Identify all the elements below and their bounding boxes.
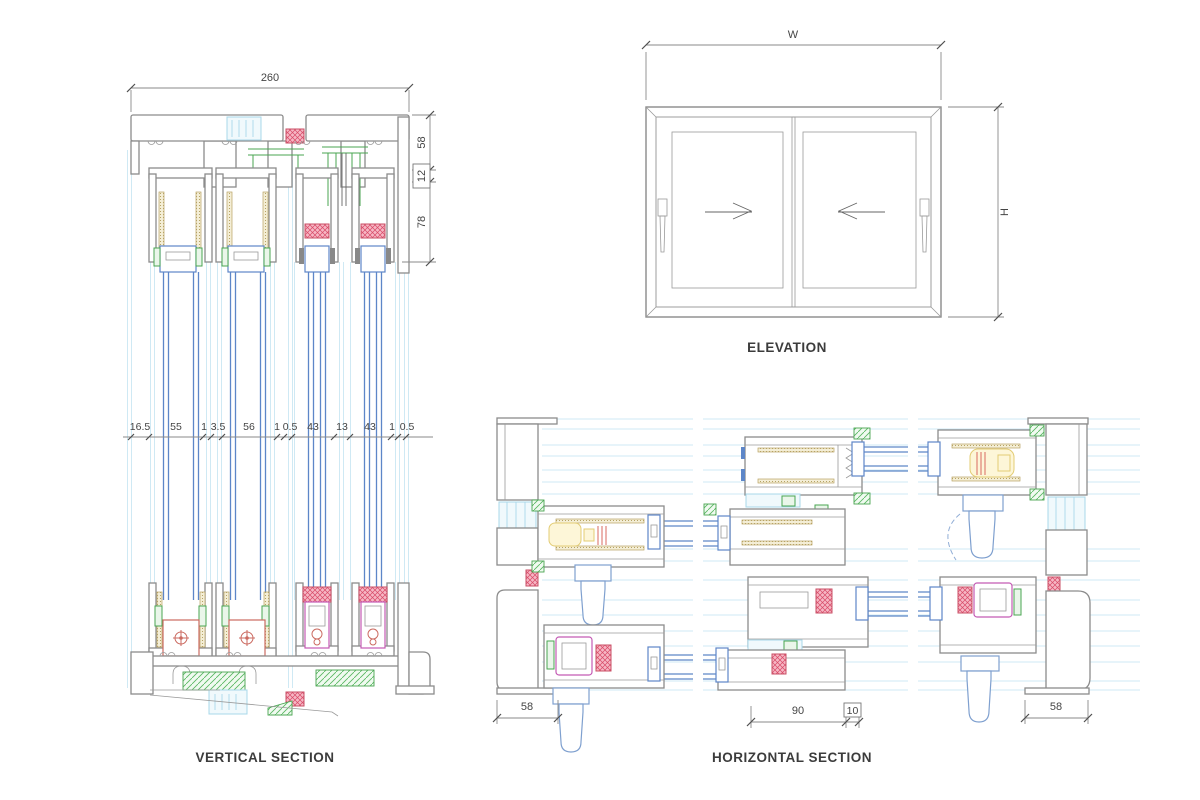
elevation-right-glass [802,131,917,289]
vs-mid-dim-1: 55 [170,421,182,433]
hs-dim-90: 90 [792,705,804,717]
hs-left-top-sash [531,499,665,626]
elevation-left-sash [655,116,796,308]
vertical-section-drawing: 260 58 12 78 16.5 55 1 3.5 [123,72,436,765]
vs-right-wall-top [397,116,410,274]
hs-glazing-lines [660,446,930,680]
elevation-dim-w: W [788,29,799,41]
vs-dim-overall-group: 260 [126,72,414,112]
vs-mid-dim-11: 0.5 [400,421,415,433]
head-thermal-break [226,116,262,141]
vs-pale-guides [127,150,409,688]
hs-handle-right-bottom [960,655,1000,723]
vs-dim-58: 58 [416,136,428,148]
vs-right-wall-bottom [397,582,410,689]
hs-lock-yellow-left [548,522,582,547]
sill-seal-wedge [267,700,293,716]
slide-direction-arrows [705,202,885,220]
hs-dims: 58 90 10 58 [492,700,1093,728]
vs-mid-dim-10: 1 [389,421,395,433]
hs-handle-left-top [574,564,612,626]
horizontal-section-drawing: 58 90 10 58 HORIZONTAL SECTION [492,417,1140,765]
hs-dim-left-58: 58 [521,701,533,713]
hs-left-bottom-sash [543,624,665,753]
vs-dim-12: 12 [416,170,428,182]
hs-interlock-top [703,427,871,566]
vs-dim-overall: 260 [261,72,279,84]
horizontal-section-label: HORIZONTAL SECTION [712,750,872,765]
vs-mid-dim-2: 1 [201,421,207,433]
sill-seal-strip-right [315,669,375,687]
head-gasket-red [285,128,305,144]
vs-mid-dim-7: 43 [307,421,319,433]
right-handle-icon [919,198,930,253]
vs-sill-profile [130,582,435,717]
elevation-frame [645,106,942,318]
sill-seal-strip-left [182,671,246,691]
hs-dim-10: 10 [847,705,859,717]
elevation-dim-h: H [999,208,1011,216]
hs-right-top-sash [927,424,1045,561]
hs-lock-magenta-left [555,636,593,676]
hs-lock-magenta-right [973,582,1013,618]
vs-mid-dim-4: 56 [243,421,255,433]
hs-left-jamb [496,417,562,695]
hs-handle-right-top [947,494,1004,561]
vs-mid-dim-3: 3.5 [211,421,226,433]
vs-sash-tops [148,167,395,273]
elevation-drawing: W H ELEVATION [641,29,1011,355]
vs-mid-dim-8: 13 [336,421,348,433]
hs-interlock-bottom [715,576,869,691]
vs-mid-dim-6: 0.5 [283,421,298,433]
hs-dim-right-58: 58 [1050,701,1062,713]
elevation-dims: W H [641,29,1011,322]
hs-right-jamb [1024,417,1091,695]
hs-handle-left-bottom [552,687,590,753]
elevation-left-glass [671,131,784,289]
vs-mid-dim-0: 16.5 [130,421,151,433]
vs-dim-right-group: 58 12 78 [402,110,436,267]
vs-glazing-lines [162,272,383,600]
vs-mid-dim-9: 43 [364,421,376,433]
elevation-right-sash [791,116,932,308]
vertical-section-label: VERTICAL SECTION [195,750,334,765]
vs-mid-dim-5: 1 [274,421,280,433]
elevation-label: ELEVATION [747,340,827,355]
vs-dim-chain-group: 16.5 55 1 3.5 56 1 0.5 43 13 43 1 0.5 [123,421,433,441]
vs-dim-78: 78 [416,216,428,228]
vs-sash-bottoms [148,582,395,659]
hs-right-bottom-sash [929,576,1037,723]
hs-right-gasket-red [1047,576,1061,592]
left-handle-icon [657,198,668,253]
vs-top-carriages [153,245,391,273]
